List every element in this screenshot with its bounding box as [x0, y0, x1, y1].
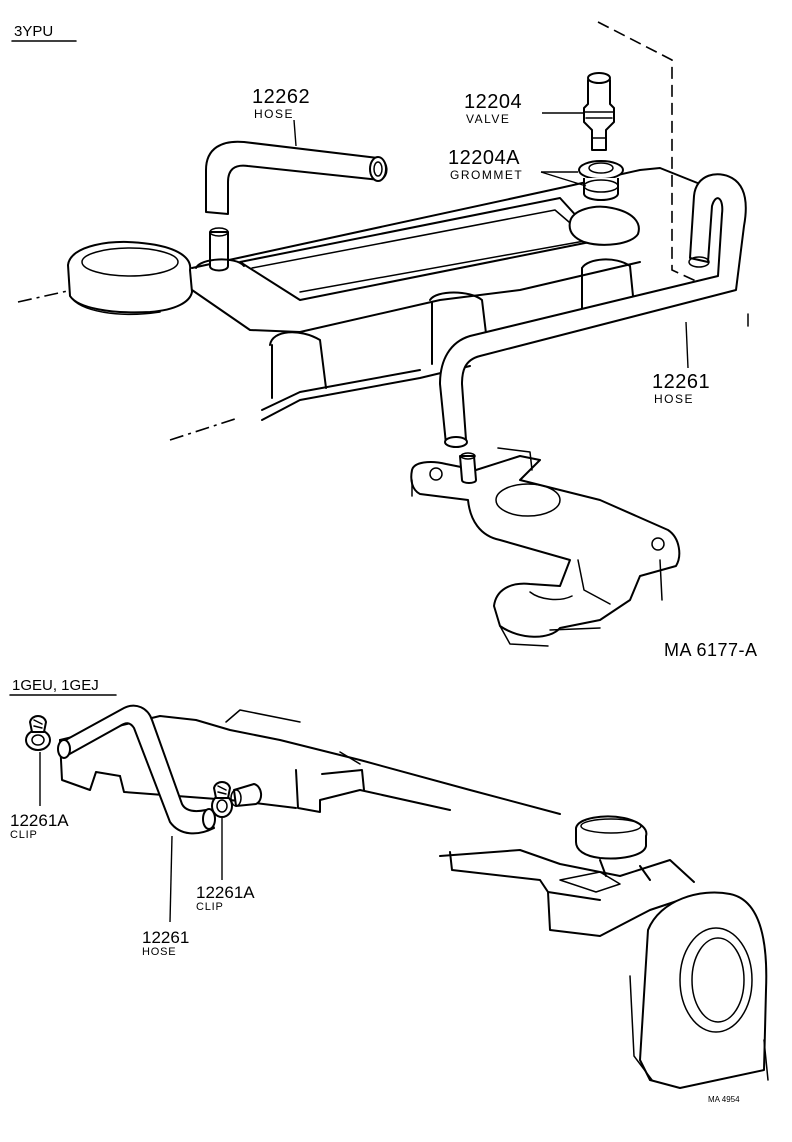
part-number-12261-top: 12261 — [652, 371, 710, 393]
part-number-12261-bottom: 12261 — [142, 928, 189, 947]
clip-12261a-left-drawing — [25, 715, 51, 751]
part-name-12204a: GROMMET — [450, 168, 523, 182]
hose-12261-bottom-drawing — [57, 704, 216, 835]
clip-12261a-right-drawing — [211, 781, 233, 818]
grommet-seat — [568, 205, 640, 246]
section-1geu-1gej: 1GEU, 1GEJ — [9, 677, 769, 1104]
section-label-3ypu: 3YPU — [14, 23, 53, 40]
assembly-guide-line — [597, 21, 699, 283]
part-number-12262: 12262 — [252, 86, 310, 108]
part-number-12261a-right: 12261A — [196, 883, 255, 902]
timing-cover — [639, 891, 768, 1089]
valve-cover-drawing — [17, 167, 701, 441]
part-number-12204a: 12204A — [448, 147, 520, 169]
housing-drawing — [410, 447, 681, 647]
figure-code-top: MA 6177-A — [664, 640, 758, 660]
part-name-12261-top: HOSE — [654, 392, 694, 406]
part-name-12262: HOSE — [254, 107, 294, 121]
part-number-12204: 12204 — [464, 91, 522, 113]
pcv-outlet-pipe — [209, 231, 229, 272]
valve-12204-drawing — [583, 72, 615, 151]
part-name-12261a-right: CLIP — [196, 901, 224, 913]
centerline-left — [17, 289, 73, 303]
part-number-12261a-left: 12261A — [10, 811, 69, 830]
section-label-1geu-1gej: 1GEU, 1GEJ — [12, 677, 99, 694]
centerline-lower — [169, 417, 239, 441]
hose-12261-top-drawing — [439, 173, 749, 448]
section-3ypu: 3YPU — [11, 21, 758, 660]
oil-filler-cap — [67, 241, 193, 314]
part-name-12261a-left: CLIP — [10, 829, 38, 841]
part-name-12204: VALVE — [466, 112, 510, 126]
figure-code-bottom: MA 4954 — [708, 1095, 740, 1104]
engine-drawing — [59, 709, 769, 1089]
hose-12262-drawing — [205, 140, 388, 215]
grommet-12204a-drawing — [578, 160, 624, 201]
oil-filler-cap-bottom — [575, 815, 648, 860]
part-name-12261-bottom: HOSE — [142, 946, 176, 958]
